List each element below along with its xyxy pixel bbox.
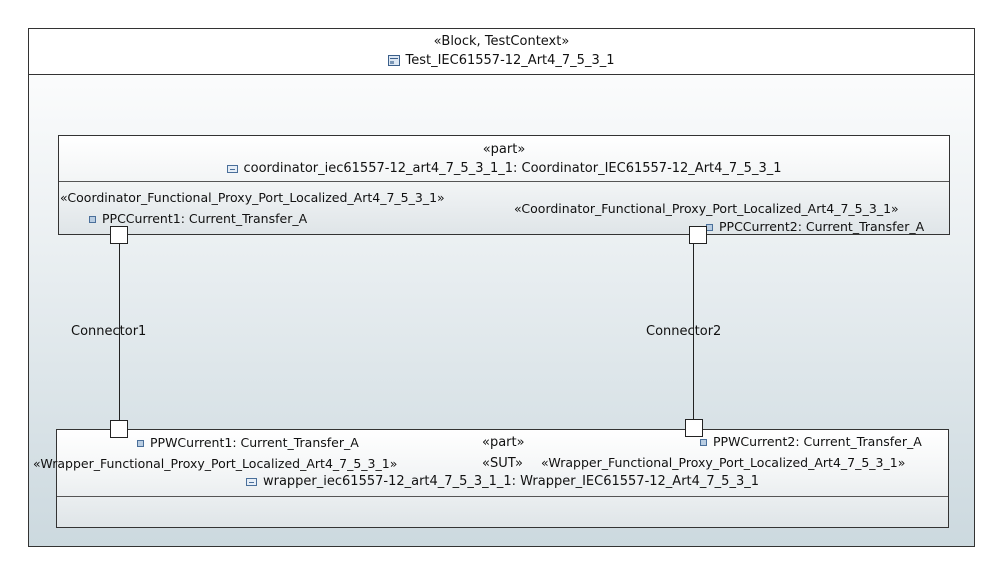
ppw-current2-name: PPWCurrent2: Current_Transfer_A: [713, 434, 922, 449]
wrapper-title: wrapper_iec61557-12_art4_7_5_3_1_1: Wrap…: [57, 474, 948, 489]
connector2-line[interactable]: [693, 244, 694, 419]
ppc-current2-label: PPCCurrent2: Current_Transfer_A: [706, 219, 924, 234]
connector1-label: Connector1: [71, 324, 147, 339]
coordinator-title: coordinator_iec61557-12_art4_7_5_3_1_1: …: [59, 161, 949, 176]
wrapper-sut-stereotype: «SUT»: [482, 456, 523, 471]
wrapper-stereotype: «part»: [482, 435, 525, 450]
block-icon: [388, 55, 401, 66]
wrapper-divider: [57, 496, 948, 497]
part-icon: [226, 164, 238, 173]
ppc-current2-stereotype: «Coordinator_Functional_Proxy_Port_Local…: [514, 201, 899, 216]
ppc-current2-port[interactable]: [689, 226, 707, 244]
coordinator-part[interactable]: «part» coordinator_iec61557-12_art4_7_5_…: [58, 135, 950, 235]
ppw-current2-port[interactable]: [685, 419, 703, 437]
block-name: Test_IEC61557-12_Art4_7_5_3_1: [405, 53, 615, 68]
block-title: Test_IEC61557-12_Art4_7_5_3_1: [29, 53, 974, 68]
ppw-current1-name: PPWCurrent1: Current_Transfer_A: [150, 435, 359, 450]
connector1-line[interactable]: [119, 244, 120, 420]
part-icon: [245, 477, 257, 486]
ppw-current1-stereotype: «Wrapper_Functional_Proxy_Port_Localized…: [33, 456, 398, 471]
ppc-current1-port[interactable]: [110, 226, 128, 244]
port-icon: [706, 224, 713, 231]
ppw-current1-label: PPWCurrent1: Current_Transfer_A: [137, 435, 359, 450]
ppw-current2-label: PPWCurrent2: Current_Transfer_A: [700, 434, 922, 449]
ppc-current1-name: PPCCurrent1: Current_Transfer_A: [102, 211, 308, 226]
wrapper-part[interactable]: wrapper_iec61557-12_art4_7_5_3_1_1: Wrap…: [56, 429, 949, 528]
port-icon: [137, 440, 144, 447]
ppc-current2-name: PPCCurrent2: Current_Transfer_A: [719, 219, 925, 234]
block-header: «Block, TestContext» Test_IEC61557-12_Ar…: [29, 29, 974, 75]
block-stereotype: «Block, TestContext»: [433, 34, 570, 49]
ppc-current1-label: PPCCurrent1: Current_Transfer_A: [89, 211, 307, 226]
ppc-current1-stereotype: «Coordinator_Functional_Proxy_Port_Local…: [60, 190, 445, 205]
ppw-current2-stereotype: «Wrapper_Functional_Proxy_Port_Localized…: [541, 455, 906, 470]
port-icon: [700, 439, 707, 446]
coordinator-divider: [59, 181, 949, 182]
coordinator-stereotype: «part»: [482, 142, 526, 157]
wrapper-name: wrapper_iec61557-12_art4_7_5_3_1_1: Wrap…: [262, 474, 759, 489]
coordinator-name: coordinator_iec61557-12_art4_7_5_3_1_1: …: [243, 161, 782, 176]
ppw-current1-port[interactable]: [110, 420, 128, 438]
port-icon: [89, 216, 96, 223]
connector2-label: Connector2: [646, 324, 722, 339]
